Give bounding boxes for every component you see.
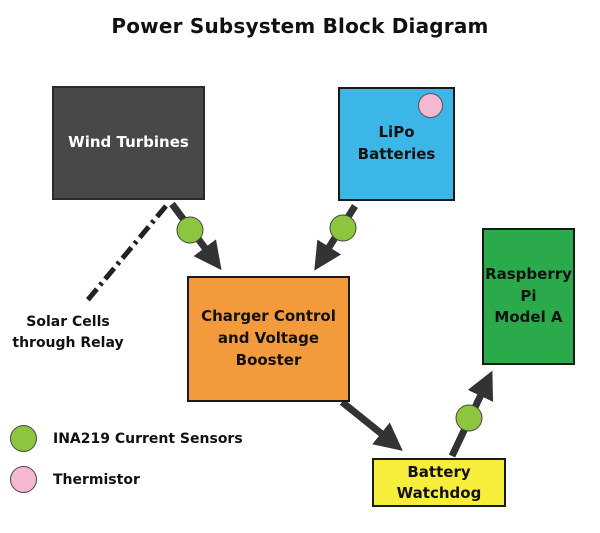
lipo-batteries-label: LiPo Batteries bbox=[357, 123, 436, 163]
current-sensor-lipo bbox=[329, 214, 357, 242]
solar-cells-label: Solar Cells through Relay bbox=[12, 314, 124, 351]
raspberry-pi-label: Raspberry Pi Model A bbox=[485, 264, 572, 327]
charger-control-label: Charger Control and Voltage Booster bbox=[201, 307, 336, 369]
thermistor-legend-label: Thermistor bbox=[53, 471, 140, 488]
wind-turbines-block: Wind Turbines bbox=[52, 86, 205, 200]
raspberry-pi-block: Raspberry Pi Model A bbox=[482, 228, 575, 365]
charger-to-watchdog-arrow bbox=[339, 399, 403, 451]
charger-control-block: Charger Control and Voltage Booster bbox=[187, 276, 350, 402]
solar-relay-line bbox=[84, 204, 168, 304]
battery-watchdog-label: Battery Watchdog bbox=[396, 463, 482, 502]
current-sensor-rpi bbox=[455, 404, 483, 432]
sensor-legend-icon bbox=[10, 425, 37, 452]
diagram-title: Power Subsystem Block Diagram bbox=[111, 14, 489, 38]
wind-turbines-label: Wind Turbines bbox=[68, 133, 189, 152]
thermistor-legend-icon bbox=[10, 466, 37, 493]
sensor-legend-label: INA219 Current Sensors bbox=[53, 430, 243, 447]
current-sensor-wind bbox=[176, 216, 204, 244]
thermistor-marker bbox=[418, 93, 443, 118]
battery-watchdog-block: Battery Watchdog bbox=[372, 458, 506, 507]
legend-thermistor-row: Thermistor bbox=[10, 466, 140, 493]
legend-sensor-row: INA219 Current Sensors bbox=[10, 425, 243, 452]
